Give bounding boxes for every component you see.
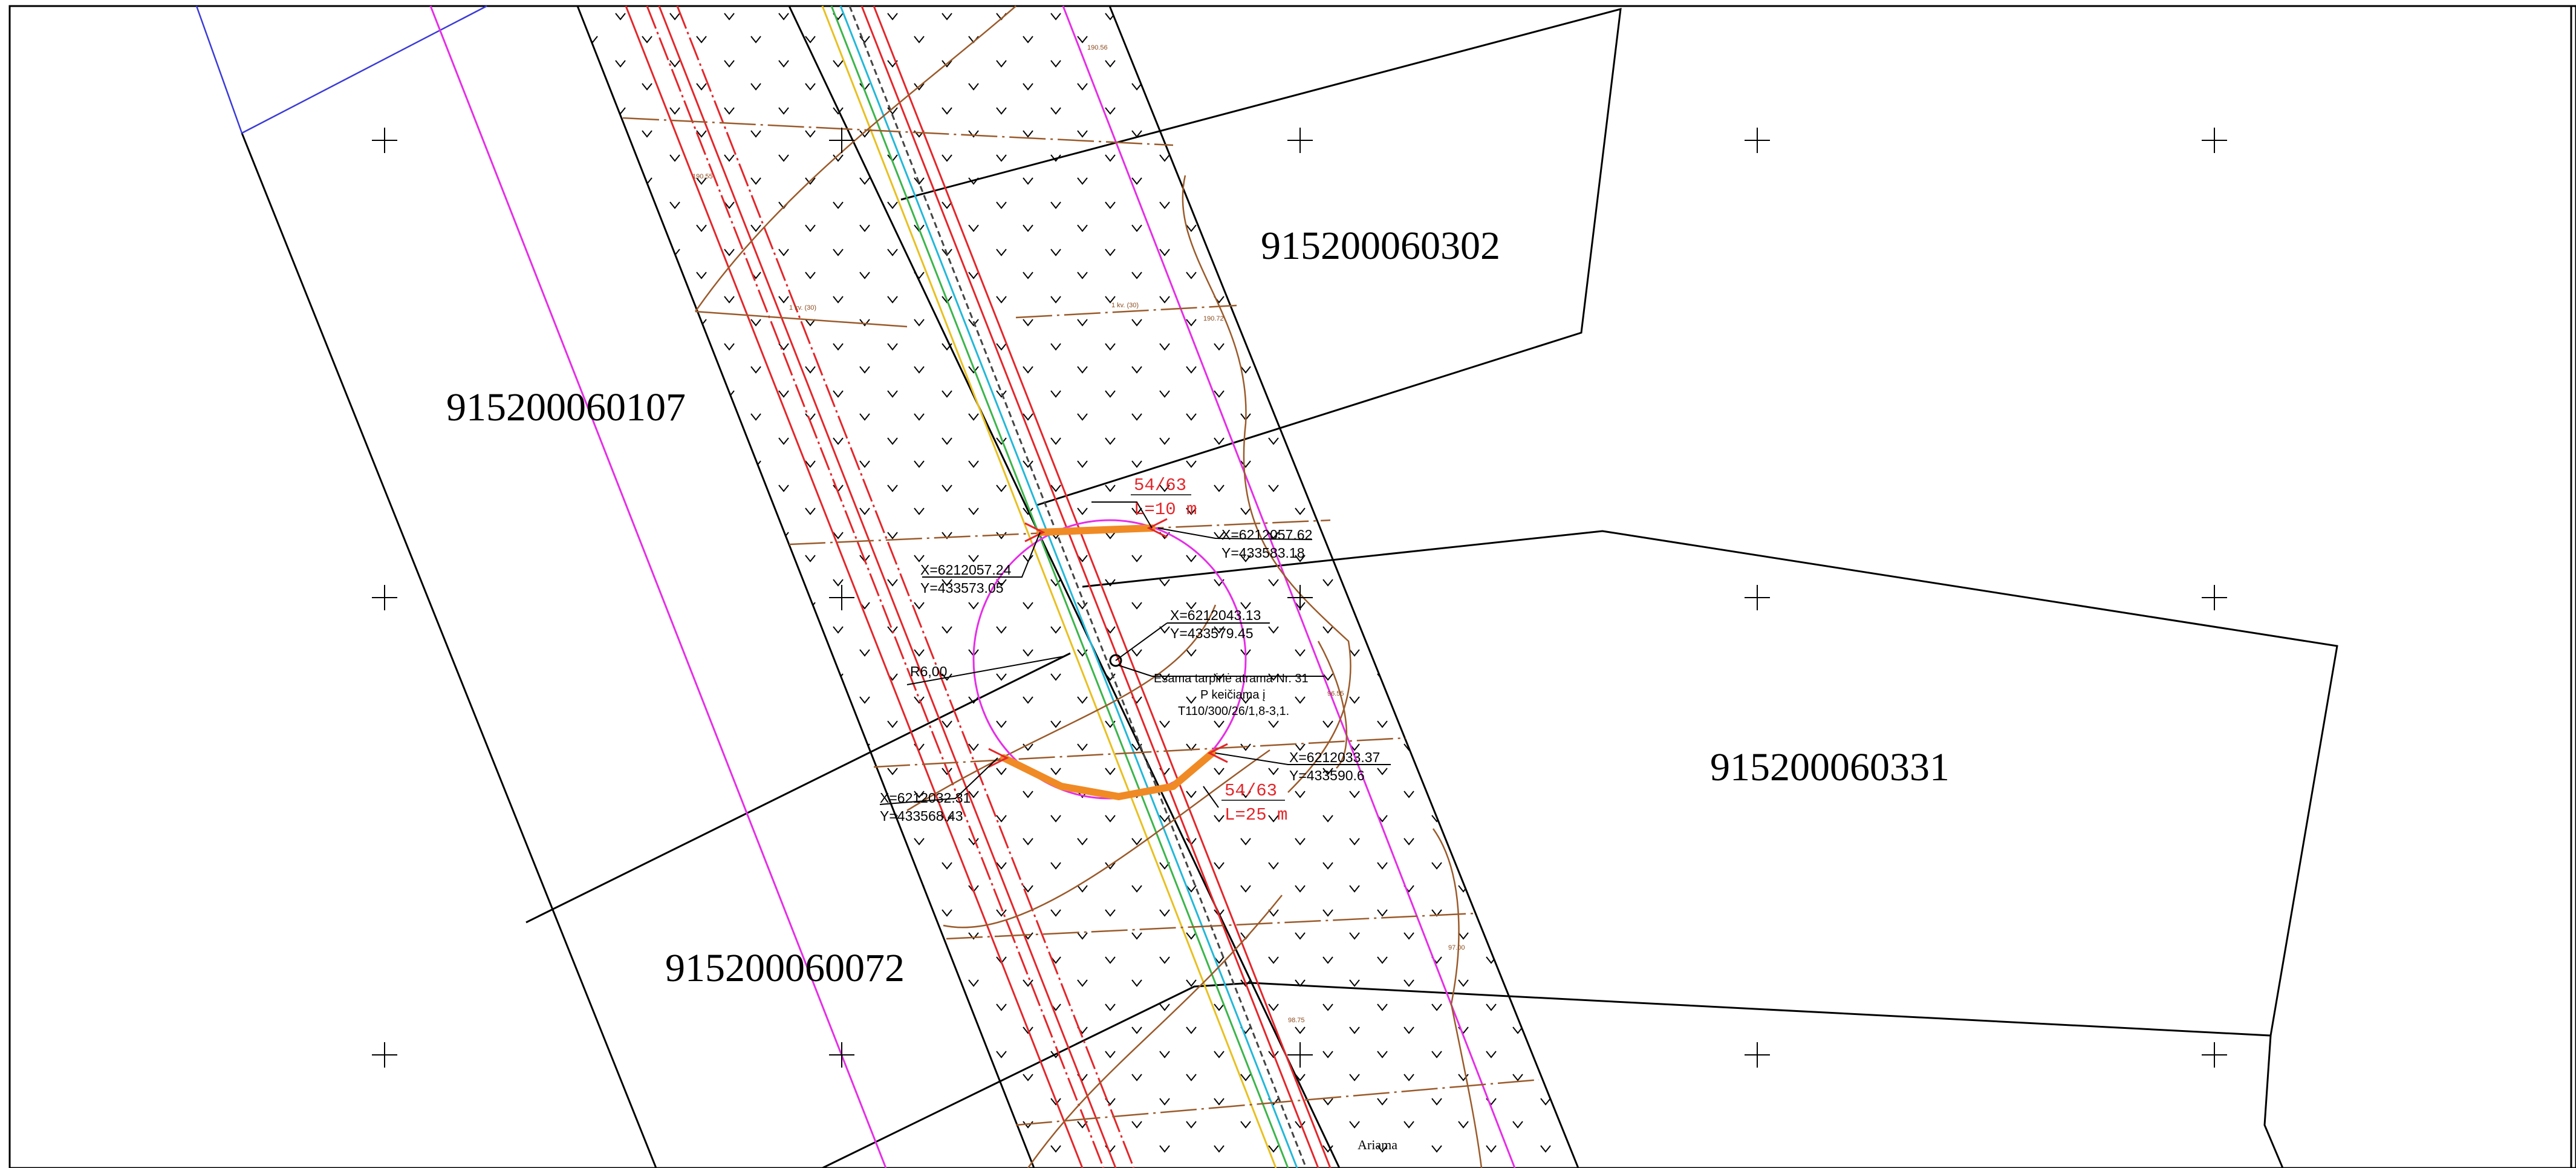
survey-mark: 97.00 xyxy=(1448,944,1465,951)
cable-length-south: L=25 m xyxy=(1225,805,1287,825)
survey-mark: 1 kv. (30) xyxy=(1111,302,1139,309)
coordinate-x: X=6212033.37 xyxy=(1289,749,1380,765)
existing-lines xyxy=(625,5,1332,1168)
coordinate-point-2: X=6212057.24 Y=433573.05 xyxy=(920,562,1011,596)
coordinate-point-3: X=6212043.13 Y=433579.45 xyxy=(1170,607,1261,641)
support-note-line-3: T110/300/26/1,8-3,1. xyxy=(1178,705,1289,718)
coordinate-point-4: X=6212033.37 Y=433590.6 xyxy=(1289,749,1380,783)
brown-contours xyxy=(622,5,1540,1168)
survey-mark: 1 kv. (30) xyxy=(789,304,816,312)
coordinate-y: Y=433568.43 xyxy=(880,808,963,824)
survey-marks: 1 kv. (30) 1 kv. (30) 190.56 190.55 190.… xyxy=(692,44,1465,1024)
cable-route-north xyxy=(1036,524,1156,536)
survey-mark: 98.75 xyxy=(1288,1017,1305,1024)
drawing-frame xyxy=(8,5,2576,1168)
coordinate-labels: X=6212057.62 Y=433583.18 X=6212057.24 Y=… xyxy=(880,527,1380,824)
street-label: Ariama xyxy=(1358,1137,1397,1152)
cable-route-south xyxy=(1000,749,1216,800)
support-point xyxy=(1109,654,1122,667)
new-cable-routes xyxy=(1000,524,1216,800)
coordinate-x: X=6212032.31 xyxy=(880,790,971,806)
cable-length-north: L=10 m xyxy=(1134,500,1197,520)
parcel-label-915200060107: 915200060107 xyxy=(446,385,686,429)
survey-mark: 190.55 xyxy=(692,173,713,180)
grid-crosses xyxy=(372,128,2227,1068)
support-note-line-1: Esama tarpinė atrama Nr. 31 xyxy=(1154,672,1309,685)
coordinate-point-1: X=6212057.62 Y=433583.18 xyxy=(1221,527,1312,561)
radius-label: R6,00 xyxy=(910,664,947,679)
parcel-boundaries xyxy=(241,5,2572,1168)
survey-mark: 96.55 xyxy=(1327,690,1344,697)
cable-spec-north: 54/63 xyxy=(1134,475,1186,495)
coordinate-x: X=6212043.13 xyxy=(1170,607,1261,623)
parcel-label-915200060072: 915200060072 xyxy=(665,946,905,990)
coordinate-y: Y=433579.45 xyxy=(1170,625,1254,641)
utility-corridor xyxy=(821,5,1307,1168)
coordinate-x: X=6212057.62 xyxy=(1221,527,1312,543)
magenta-lines xyxy=(429,5,1516,1168)
coordinate-y: Y=433583.18 xyxy=(1221,545,1305,561)
cable-arrows xyxy=(988,518,1228,768)
coordinate-point-5: X=6212032.31 Y=433568.43 xyxy=(880,790,971,824)
survey-mark: 190.56 xyxy=(1087,44,1108,51)
cable-spec-south: 54/63 xyxy=(1225,781,1277,801)
coordinate-y: Y=433573.05 xyxy=(920,580,1004,596)
coordinate-x: X=6212057.24 xyxy=(920,562,1011,578)
survey-mark: 190.72 xyxy=(1203,315,1224,322)
parcel-labels: 915200060302 915200060107 915200060331 9… xyxy=(446,224,1950,990)
parcel-label-915200060331: 915200060331 xyxy=(1710,745,1950,789)
parcel-label-915200060302: 915200060302 xyxy=(1261,224,1500,268)
blue-boundary xyxy=(195,5,487,134)
cable-labels: 54/63 L=10 m 54/63 L=25 m xyxy=(1131,475,1287,825)
leader-lines xyxy=(879,501,1391,808)
support-note-line-2: P keičiama į xyxy=(1200,688,1265,702)
coordinate-y: Y=433590.6 xyxy=(1289,768,1365,783)
support-note: Esama tarpinė atrama Nr. 31 P keičiama į… xyxy=(1154,672,1309,718)
